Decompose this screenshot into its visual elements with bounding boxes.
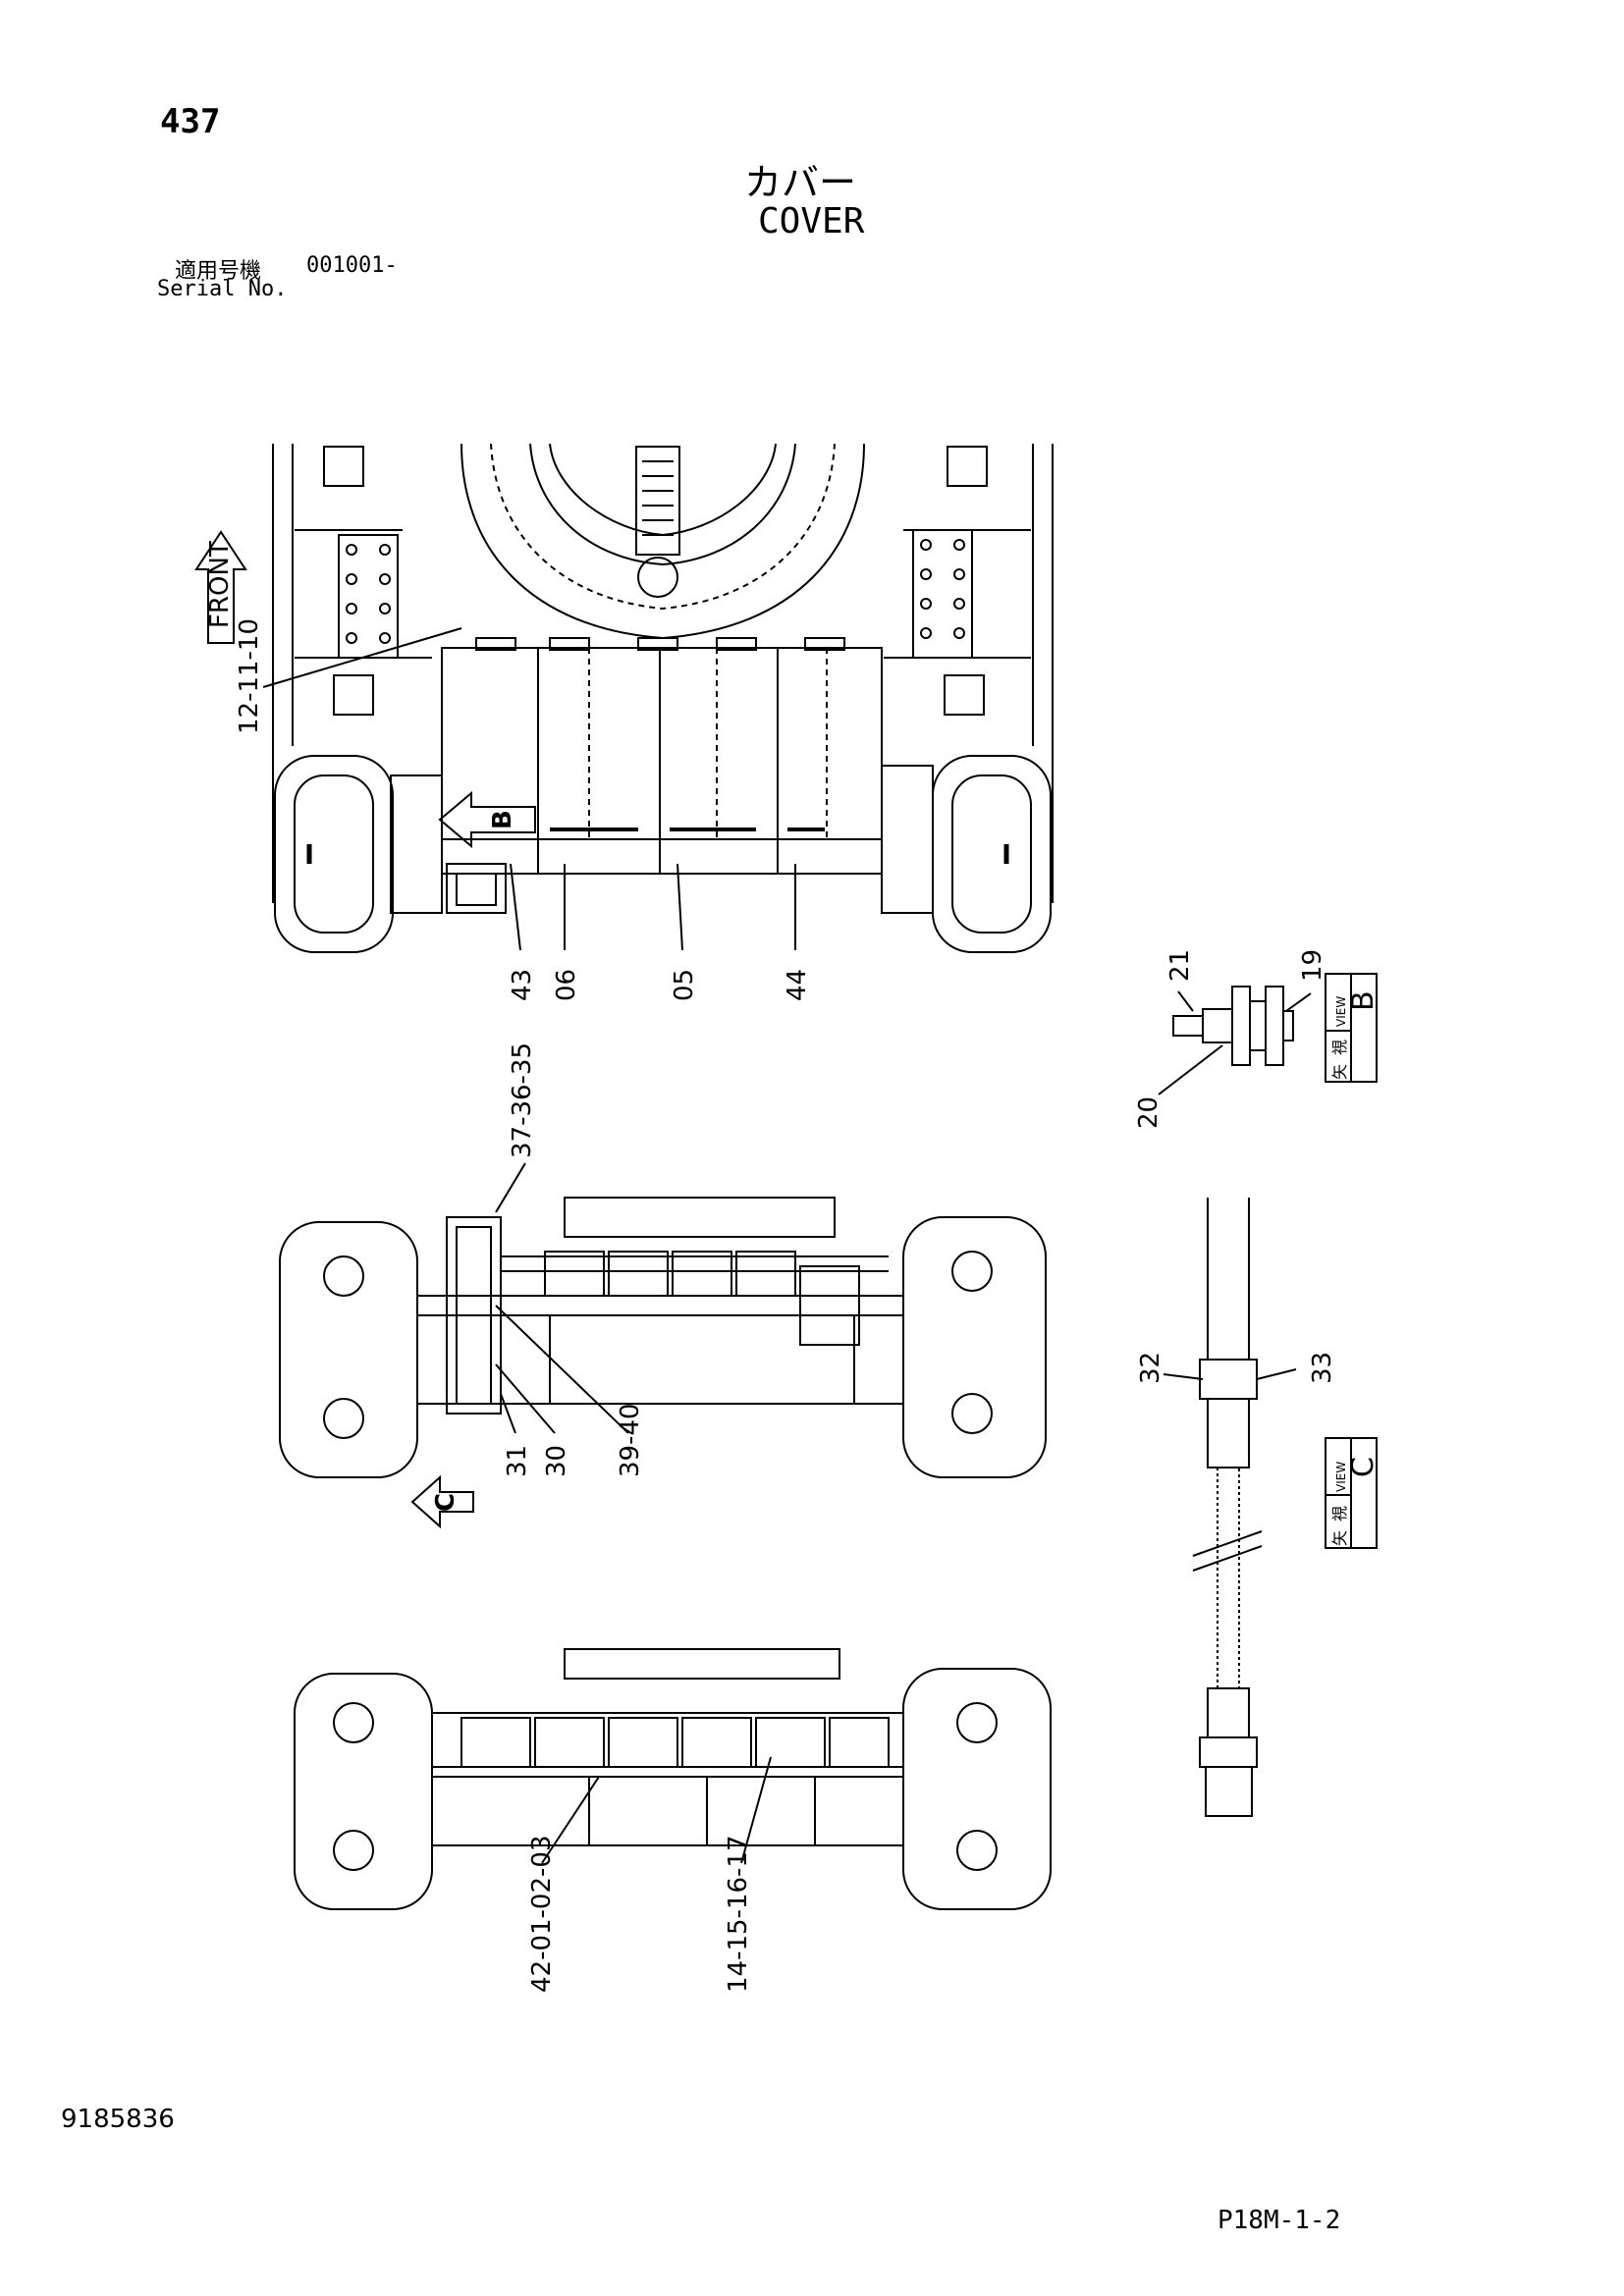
view-c-box-letter: C — [1346, 1457, 1380, 1477]
view-b-arrow-label: B — [488, 810, 517, 829]
front-arrow-label: FRONT — [205, 541, 235, 628]
callout-14-15-16-17: 14-15-16-17 — [724, 1836, 753, 1993]
callout-32: 32 — [1136, 1352, 1165, 1384]
callout-39-40: 39-40 — [616, 1403, 645, 1477]
document-number: 9185836 — [61, 2105, 175, 2134]
top-view-drawing — [194, 443, 1054, 953]
diagram-labels: FRONT B C 12-11-10 43 06 05 44 21 19 20 … — [205, 541, 1380, 1993]
view-c-box-en: VIEW — [1334, 1462, 1348, 1492]
callout-43: 43 — [508, 969, 537, 1001]
callout-20: 20 — [1134, 1096, 1164, 1129]
view-b-box-jp-1: 矢 — [1330, 1064, 1349, 1080]
view-b-box-letter: B — [1346, 990, 1380, 1011]
callout-12-11-10: 12-11-10 — [235, 618, 264, 734]
callout-33: 33 — [1308, 1352, 1337, 1384]
serial-label-english: Serial No. — [157, 277, 288, 301]
callout-44: 44 — [783, 969, 812, 1001]
callout-42-01-02-03: 42-01-02-03 — [527, 1836, 557, 1993]
callout-05: 05 — [670, 969, 699, 1001]
page-number: 437 — [160, 102, 221, 141]
serial-label-japanese: 適用号機 — [175, 259, 262, 284]
view-b-arrow-icon — [438, 790, 536, 849]
callout-19: 19 — [1298, 949, 1327, 982]
callout-21: 21 — [1165, 949, 1195, 982]
side-view-2-drawing — [294, 1648, 1052, 1910]
callout-06: 06 — [552, 969, 581, 1001]
page-code: P18M-1-2 — [1218, 2206, 1341, 2235]
view-c-box-jp-1: 矢 — [1330, 1530, 1349, 1546]
view-c-detail — [1163, 1198, 1378, 1817]
front-arrow-icon — [194, 530, 247, 644]
view-b-box-jp-2: 視 — [1330, 1040, 1349, 1055]
view-c-box-jp-2: 視 — [1330, 1506, 1349, 1522]
side-view-1-drawing — [279, 1162, 1047, 1529]
view-c-arrow-icon — [410, 1474, 474, 1529]
callout-30: 30 — [542, 1445, 571, 1477]
view-b-box-en: VIEW — [1334, 996, 1348, 1027]
serial-number-value: 001001- — [306, 253, 398, 278]
callout-37-36-35: 37-36-35 — [508, 1042, 537, 1158]
title-english: COVER — [758, 201, 865, 241]
view-b-detail — [1158, 973, 1378, 1095]
callout-31: 31 — [503, 1445, 532, 1477]
title-japanese: カバー — [744, 161, 857, 204]
view-c-arrow-label: C — [431, 1493, 460, 1512]
